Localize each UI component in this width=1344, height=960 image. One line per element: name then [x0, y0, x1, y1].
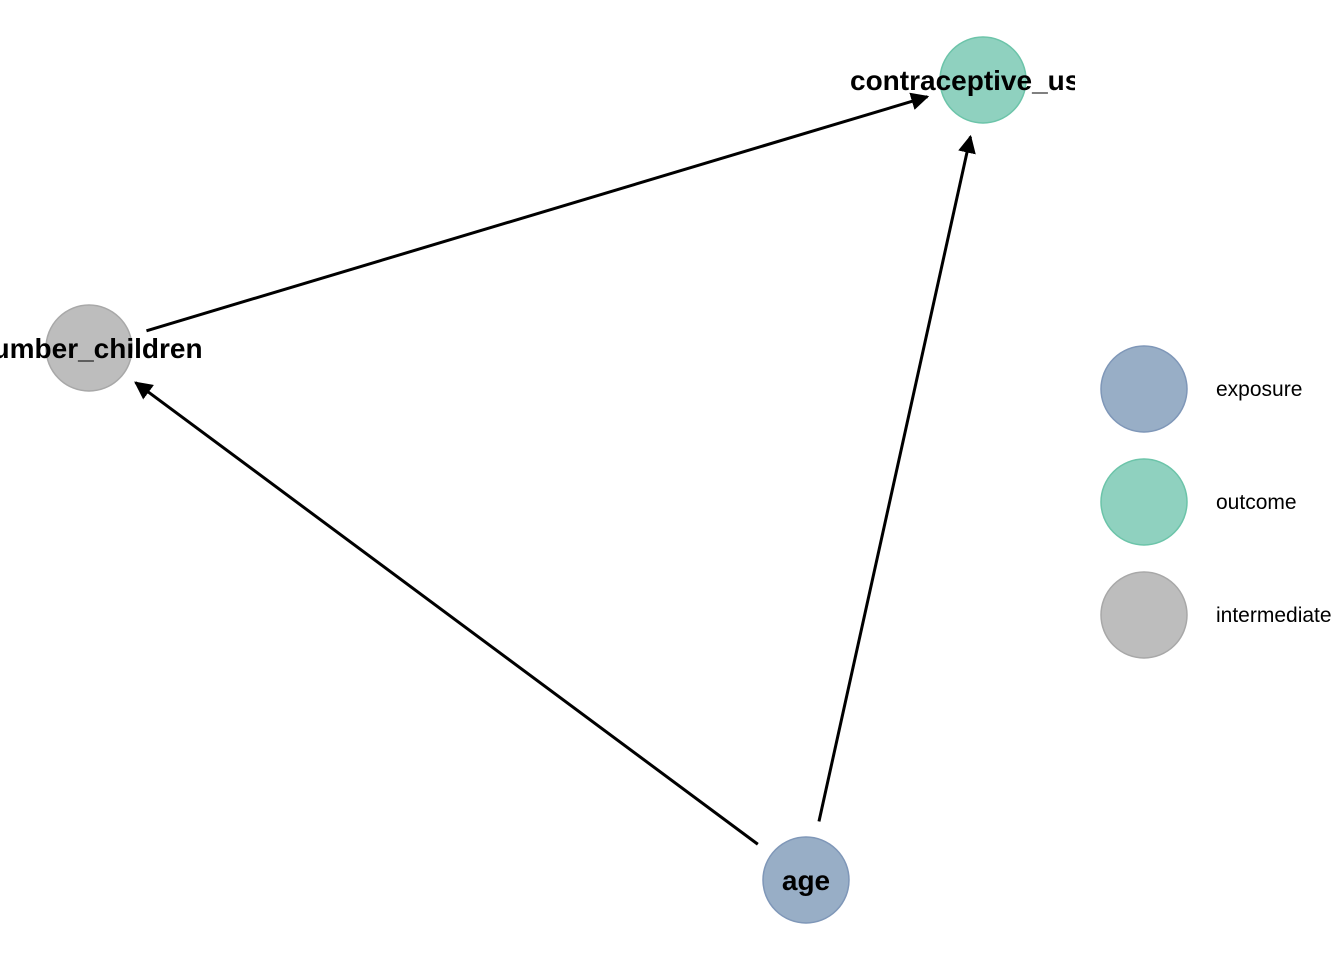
legend-swatch-exposure — [1100, 345, 1188, 433]
legend-swatch-intermediate — [1100, 571, 1188, 659]
legend-label-exposure: exposure — [1216, 378, 1302, 401]
edge-age-to-contraceptive_use — [817, 134, 976, 822]
node-label-contraceptive_use: contraceptive_use — [850, 65, 1096, 96]
edge-number_children-to-contraceptive_use — [146, 92, 930, 333]
node-circle-contraceptive_use — [939, 36, 1027, 124]
node-circle-age — [762, 836, 850, 924]
legend: exposure outcome intermediate — [1100, 345, 1332, 659]
legend-label-intermediate: intermediate — [1216, 604, 1332, 627]
legend-item-outcome: outcome — [1100, 458, 1297, 546]
node-circle-number_children — [45, 304, 133, 392]
legend-item-intermediate: intermediate — [1100, 571, 1332, 659]
node-number_children: number_children — [0, 304, 203, 392]
node-label-age: age — [782, 865, 830, 896]
legend-item-exposure: exposure — [1100, 345, 1302, 433]
node-age: age — [762, 836, 850, 924]
node-label-number_children: number_children — [0, 333, 203, 364]
edge-age-to-number_children — [134, 381, 759, 846]
legend-swatch-outcome — [1100, 458, 1188, 546]
legend-label-outcome: outcome — [1216, 491, 1297, 514]
node-contraceptive_use: contraceptive_use — [850, 36, 1096, 124]
edges-layer — [134, 92, 976, 846]
